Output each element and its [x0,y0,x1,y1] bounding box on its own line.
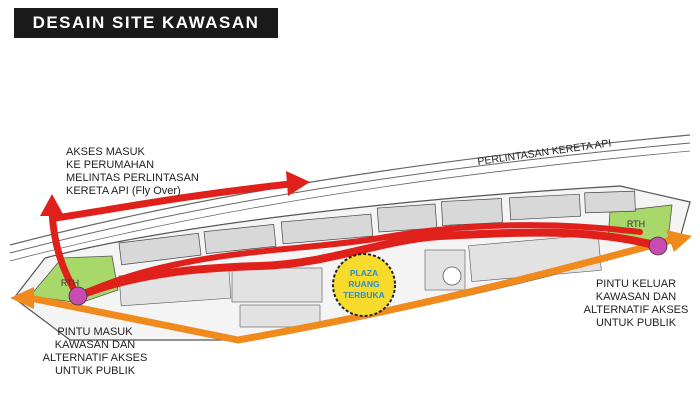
red-route-flyover [54,180,291,222]
plaza-label-2: RUANG [348,279,380,289]
red-arrow-right [286,171,310,196]
plaza-label-3: TERBUKA [343,290,385,300]
orange-arrow-right [666,230,692,252]
gate-in-label: PINTU MASUK KAWASAN DAN ALTERNATIF AKSES… [42,326,148,377]
gate-in-marker [68,286,88,306]
plaza-label-1: PLAZA [350,268,378,278]
access-in-label: AKSES MASUK KE PERUMAHAN MELINTAS PERLIN… [66,146,199,197]
orange-route [29,236,673,344]
gate-out-label: PINTU KELUAR KAWASAN DAN ALTERNATIF AKSE… [583,278,689,329]
gate-out-marker [648,236,668,256]
red-route-secondary [75,222,643,299]
page-title: DESAIN SITE KAWASAN [14,8,278,38]
orange-arrow-left [10,287,34,309]
red-arrow-up [40,194,64,216]
rth-right-label: RTH [627,219,645,229]
roundabout [442,266,462,286]
rth-left-label: RTH [61,278,79,288]
railway-lines [9,134,691,262]
red-route-main [74,228,662,300]
housing-blocks-top [118,190,636,266]
plaza-circle [332,253,396,317]
